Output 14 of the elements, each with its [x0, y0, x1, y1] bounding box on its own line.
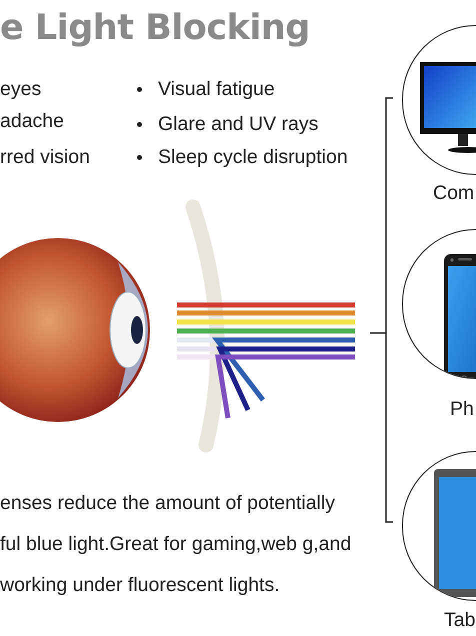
device-label: Com — [433, 182, 474, 205]
device-label: Tab — [444, 609, 476, 632]
description-text: enses reduce the amount of potentially ful blue light.Great for gaming,web g,and working under fluorescent lights. — [0, 491, 352, 598]
bullet-item: rred vision — [0, 146, 90, 169]
monitor-icon — [402, 25, 476, 175]
bullet-item: Sleep cycle disruption — [158, 146, 348, 169]
smartphone-icon — [402, 229, 476, 379]
bullet-item: Glare and UV rays — [158, 113, 318, 136]
bullet-item: Visual fatigue — [158, 78, 275, 101]
bullet-item: adache — [0, 110, 64, 133]
title: e Light Blocking — [0, 8, 310, 48]
device-label: Ph — [450, 398, 474, 421]
tablet-icon — [402, 451, 476, 601]
bullet-item: eyes — [0, 78, 42, 101]
